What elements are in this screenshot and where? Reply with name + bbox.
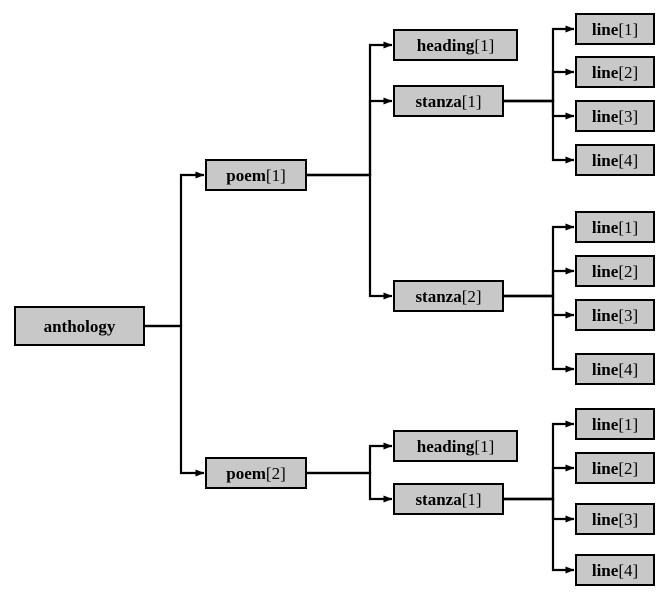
node-s2-line3[interactable]: line[3] — [575, 299, 655, 331]
node-label-index: [4] — [618, 150, 639, 170]
node-s1-line4[interactable]: line[4] — [575, 144, 655, 176]
edge-poem1-to-p1-heading1 — [307, 41, 393, 177]
node-label-name: line — [591, 217, 619, 237]
node-label-index: [2] — [461, 286, 482, 306]
node-label-name: stanza — [415, 489, 462, 509]
node-s2-line1[interactable]: line[1] — [575, 211, 655, 243]
node-label-name: line — [591, 458, 619, 478]
node-p2s1-line1[interactable]: line[1] — [575, 408, 655, 440]
node-label-name: poem — [226, 165, 266, 185]
node-p2-heading1[interactable]: heading[1] — [393, 430, 518, 462]
edge-p1-stanza1-to-s1-line3 — [504, 99, 575, 120]
node-label-name: line — [591, 560, 619, 580]
node-label-index: [2] — [618, 62, 639, 82]
edge-p2-stanza1-to-p2s1-line2 — [504, 464, 575, 501]
node-label-index: [2] — [618, 458, 639, 478]
node-p2s1-line4[interactable]: line[4] — [575, 554, 655, 586]
node-label-index: [2] — [618, 261, 639, 281]
node-s1-line1[interactable]: line[1] — [575, 13, 655, 45]
node-label-name: line — [591, 62, 619, 82]
node-label-name: stanza — [415, 91, 462, 111]
node-label-name: stanza — [415, 286, 462, 306]
node-label-index: [1] — [265, 165, 286, 185]
node-label-index: [3] — [618, 106, 639, 126]
node-label-index: [3] — [618, 509, 639, 529]
node-label-name: line — [591, 150, 619, 170]
node-label-name: line — [591, 509, 619, 529]
edge-p1-stanza1-to-s1-line2 — [504, 68, 575, 103]
node-p2s1-line3[interactable]: line[3] — [575, 503, 655, 535]
node-label-index: [1] — [618, 19, 639, 39]
edge-p1-stanza2-to-s2-line1 — [504, 223, 575, 298]
edge-p1-stanza2-to-s2-line3 — [504, 294, 575, 319]
node-label-name: heading — [416, 436, 475, 456]
node-label-name: line — [591, 106, 619, 126]
node-s1-line3[interactable]: line[3] — [575, 100, 655, 132]
node-poem1[interactable]: poem[1] — [205, 159, 307, 191]
node-label-name: line — [591, 414, 619, 434]
node-label-index: [1] — [618, 414, 639, 434]
edge-poem2-to-p2-stanza1 — [307, 471, 393, 503]
edge-p1-stanza2-to-s2-line4 — [504, 294, 575, 373]
node-s1-line2[interactable]: line[2] — [575, 56, 655, 88]
edge-p1-stanza2-to-s2-line2 — [504, 267, 575, 298]
node-s2-line4[interactable]: line[4] — [575, 353, 655, 385]
node-label-index: [1] — [461, 91, 482, 111]
edge-poem1-to-p1-stanza1 — [307, 97, 393, 177]
node-label-index: [1] — [474, 436, 495, 456]
node-label-index: [1] — [461, 489, 482, 509]
node-p1-heading1[interactable]: heading[1] — [393, 29, 518, 61]
edge-poem2-to-p2-heading1 — [307, 442, 393, 475]
node-label-name: heading — [416, 35, 475, 55]
node-p2s1-line2[interactable]: line[2] — [575, 452, 655, 484]
node-label-index: [1] — [474, 35, 495, 55]
node-label-name: anthology — [43, 316, 116, 336]
node-p1-stanza2[interactable]: stanza[2] — [393, 280, 504, 312]
node-label-index: [4] — [618, 359, 639, 379]
edge-anthology-to-poem1 — [145, 171, 205, 328]
node-label-index: [1] — [618, 217, 639, 237]
edge-p2-stanza1-to-p2s1-line4 — [504, 497, 575, 574]
node-label-name: line — [591, 305, 619, 325]
edge-p2-stanza1-to-p2s1-line3 — [504, 497, 575, 523]
node-poem2[interactable]: poem[2] — [205, 457, 307, 489]
edge-poem1-to-p1-stanza2 — [307, 173, 393, 300]
node-label-name: line — [591, 359, 619, 379]
node-label-name: line — [591, 19, 619, 39]
edge-p1-stanza1-to-s1-line4 — [504, 99, 575, 164]
node-label-name: line — [591, 261, 619, 281]
node-label-index: [3] — [618, 305, 639, 325]
node-anthology[interactable]: anthology — [14, 306, 145, 346]
node-p2-stanza1[interactable]: stanza[1] — [393, 483, 504, 515]
node-s2-line2[interactable]: line[2] — [575, 255, 655, 287]
node-label-index: [2] — [265, 463, 286, 483]
node-label-index: [4] — [618, 560, 639, 580]
node-p1-stanza1[interactable]: stanza[1] — [393, 85, 504, 117]
node-label-name: poem — [226, 463, 266, 483]
edge-anthology-to-poem2 — [145, 324, 205, 477]
